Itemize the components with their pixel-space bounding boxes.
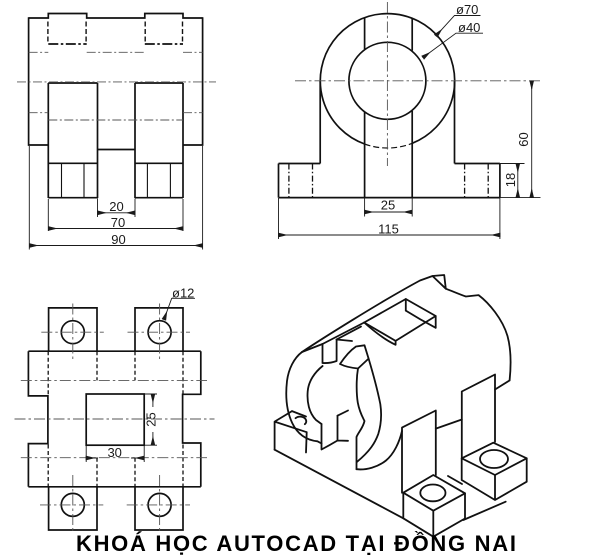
svg-text:18: 18 bbox=[503, 173, 518, 187]
svg-text:60: 60 bbox=[516, 132, 531, 146]
svg-text:25: 25 bbox=[381, 198, 395, 213]
svg-text:90: 90 bbox=[111, 232, 125, 247]
svg-text:30: 30 bbox=[107, 445, 121, 460]
svg-text:ø70: ø70 bbox=[456, 2, 478, 17]
svg-text:115: 115 bbox=[378, 222, 399, 237]
svg-text:ø40: ø40 bbox=[458, 20, 480, 35]
svg-text:70: 70 bbox=[111, 215, 125, 230]
svg-text:25: 25 bbox=[144, 412, 159, 426]
svg-text:ø12: ø12 bbox=[172, 286, 194, 301]
svg-text:20: 20 bbox=[109, 199, 123, 214]
